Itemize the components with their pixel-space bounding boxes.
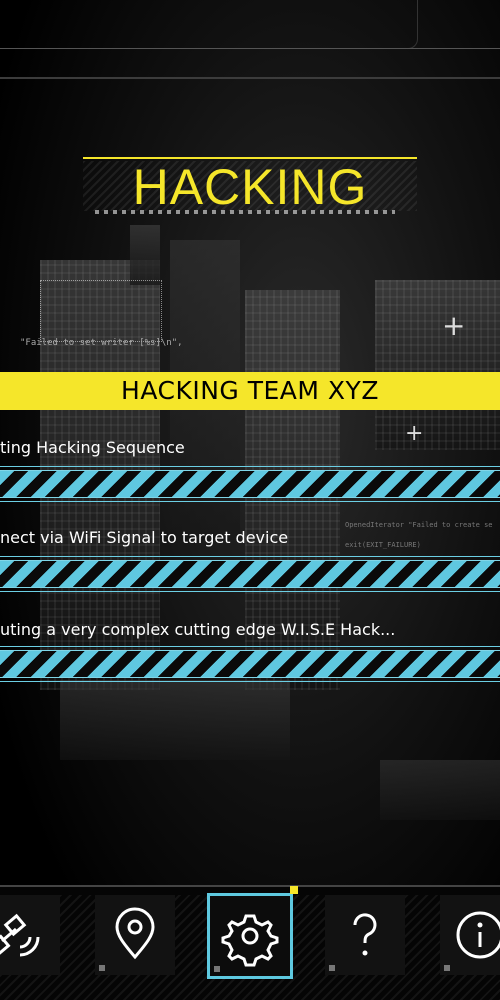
step-label-1: ting Hacking Sequence [0, 438, 185, 457]
title-frame [83, 157, 417, 215]
nav-settings-button[interactable] [207, 886, 298, 979]
top-bar [0, 0, 500, 80]
corner-mark [329, 965, 335, 971]
top-frame [0, 0, 418, 49]
building [380, 760, 500, 820]
nav-help-button[interactable] [325, 895, 405, 975]
corner-mark [99, 965, 105, 971]
corner-mark [214, 966, 220, 972]
location-pin-icon [115, 907, 155, 960]
team-banner [0, 372, 500, 410]
title-hatch [83, 161, 417, 211]
page-title: HACKING [132, 159, 368, 215]
team-name: HACKING TEAM XYZ [121, 376, 379, 405]
divider [0, 77, 500, 79]
nav-satellite-button[interactable] [0, 895, 60, 975]
progress-bar-1 [0, 466, 500, 502]
building [130, 225, 160, 285]
divider [0, 885, 500, 887]
corner-mark [444, 965, 450, 971]
building [375, 280, 500, 450]
code-line: exit(EXIT_FAILURE) [345, 541, 421, 549]
nav-info-button[interactable] [440, 895, 500, 975]
progress-bar-2 [0, 556, 500, 592]
divider [0, 48, 500, 49]
active-indicator [290, 886, 298, 894]
debug-text: "Failed to set writer [%s]\n", [20, 338, 183, 348]
code-snippet: OpenedIterator "Failed to create se exit… [345, 515, 493, 555]
gear-icon [221, 914, 279, 967]
step-label-2: nect via WiFi Signal to target device [0, 528, 289, 547]
code-line: OpenedIterator "Failed to create se [345, 521, 493, 529]
crosshair-icon: + [405, 421, 424, 446]
title-underline [83, 157, 417, 159]
progress-bar-3 [0, 646, 500, 682]
satellite-icon [0, 913, 40, 957]
dotted-line [95, 210, 395, 214]
building [60, 680, 290, 760]
nav-location-button[interactable] [95, 895, 175, 975]
crosshair-icon: + [442, 309, 466, 342]
step-label-3: uting a very complex cutting edge W.I.S.… [0, 620, 396, 639]
question-mark-icon [353, 913, 377, 956]
info-icon [456, 911, 500, 959]
grid-overlay [40, 280, 162, 342]
